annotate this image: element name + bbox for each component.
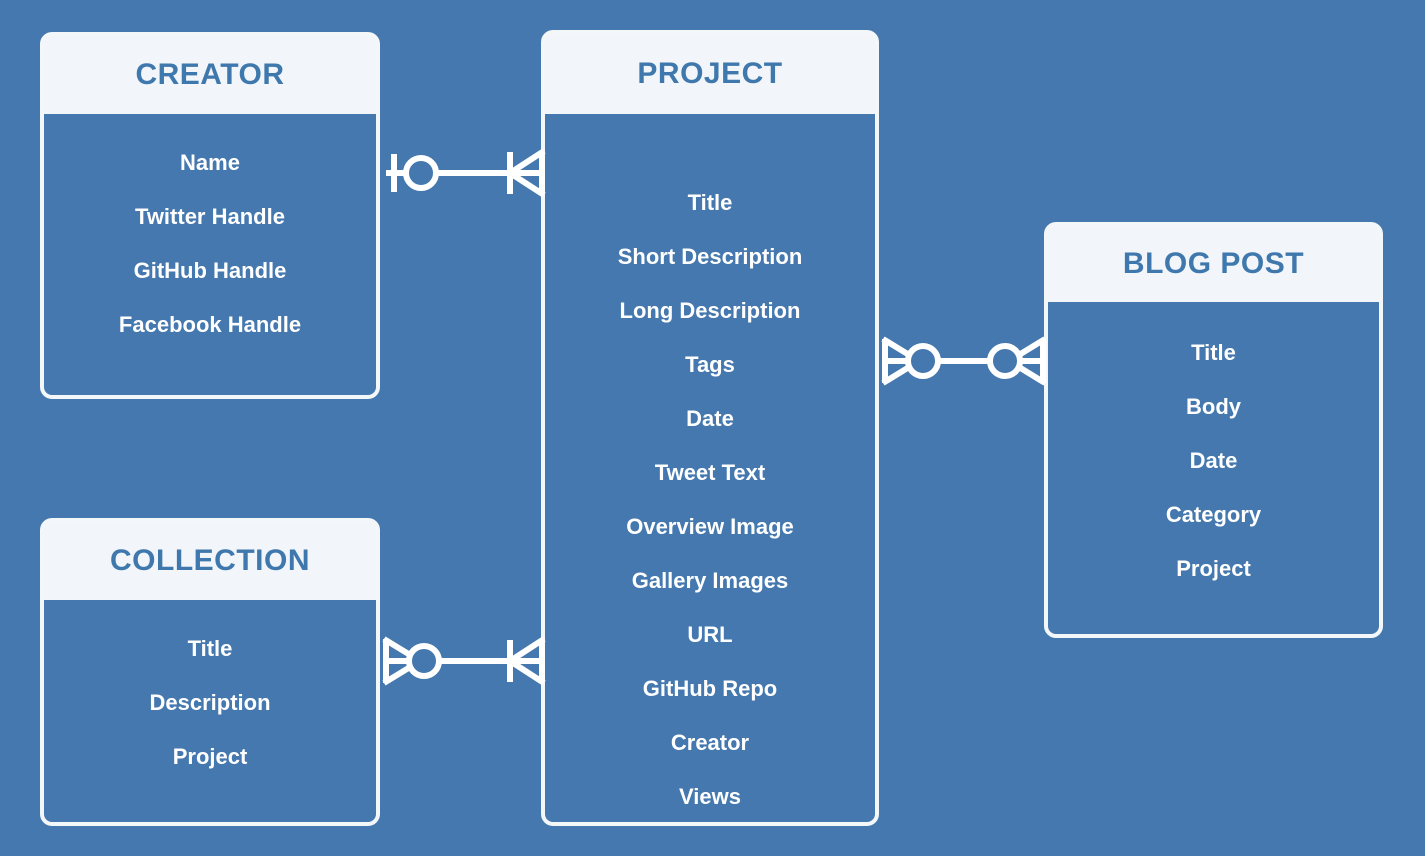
field-title: Title (187, 636, 233, 661)
crowsfoot-lower-right (508, 658, 546, 686)
field-overview-image: Overview Image (626, 514, 794, 539)
field-gallery-images: Gallery Images (631, 568, 789, 593)
field-long-description: Long Description (619, 298, 801, 323)
cardinality-circle-left (403, 155, 439, 191)
field-views: Views (679, 784, 741, 809)
cardinality-circle-left (406, 643, 442, 679)
field-twitter-handle: Twitter Handle (135, 204, 285, 229)
field-url: URL (687, 622, 733, 647)
entity-collection[interactable]: COLLECTION Title Description Project (40, 518, 380, 826)
field-body: Body (1186, 394, 1241, 419)
field-title: Title (687, 190, 733, 215)
entity-blog-post-fields: Title Body Date Category Project (1048, 302, 1379, 634)
entity-project-fields: Title Short Description Long Description… (545, 114, 875, 822)
field-description: Description (149, 690, 271, 715)
field-category: Category (1165, 502, 1262, 527)
entity-blog-post-title: BLOG POST (1048, 226, 1379, 302)
field-github-handle: GitHub Handle (133, 258, 287, 283)
entity-creator-title: CREATOR (44, 36, 376, 114)
entity-blog-post[interactable]: BLOG POST Title Body Date Category Proje… (1044, 222, 1383, 638)
entity-creator[interactable]: CREATOR Name Twitter Handle GitHub Handl… (40, 32, 380, 399)
field-name: Name (180, 150, 240, 175)
crowsfoot-upper-right (508, 636, 546, 664)
entity-collection-fields: Title Description Project (44, 600, 376, 822)
field-date: Date (1189, 448, 1238, 473)
field-short-description: Short Description (617, 244, 803, 269)
entity-creator-fields: Name Twitter Handle GitHub Handle Facebo… (44, 114, 376, 395)
relationship-collection-project[interactable] (380, 626, 548, 696)
field-title: Title (1191, 340, 1236, 365)
entity-project[interactable]: PROJECT Title Short Description Long Des… (541, 30, 879, 826)
field-project: Project (1176, 556, 1251, 581)
field-github-repo: GitHub Repo (642, 676, 778, 701)
field-tweet-text: Tweet Text (654, 460, 766, 485)
entity-project-title: PROJECT (545, 34, 875, 114)
field-facebook-handle: Facebook Handle (118, 312, 302, 337)
crowsfoot-upper-right (508, 148, 546, 176)
crowsfoot-lower-right (508, 170, 546, 198)
field-date: Date (686, 406, 734, 431)
entity-collection-title: COLLECTION (44, 522, 376, 600)
field-creator: Creator (670, 730, 750, 755)
cardinality-circle-right (987, 343, 1023, 379)
field-tags: Tags (685, 352, 735, 377)
relationship-project-blog-post[interactable] (879, 326, 1049, 396)
relationship-creator-project[interactable] (380, 138, 548, 208)
field-project: Project (172, 744, 248, 769)
cardinality-circle-left (905, 343, 941, 379)
